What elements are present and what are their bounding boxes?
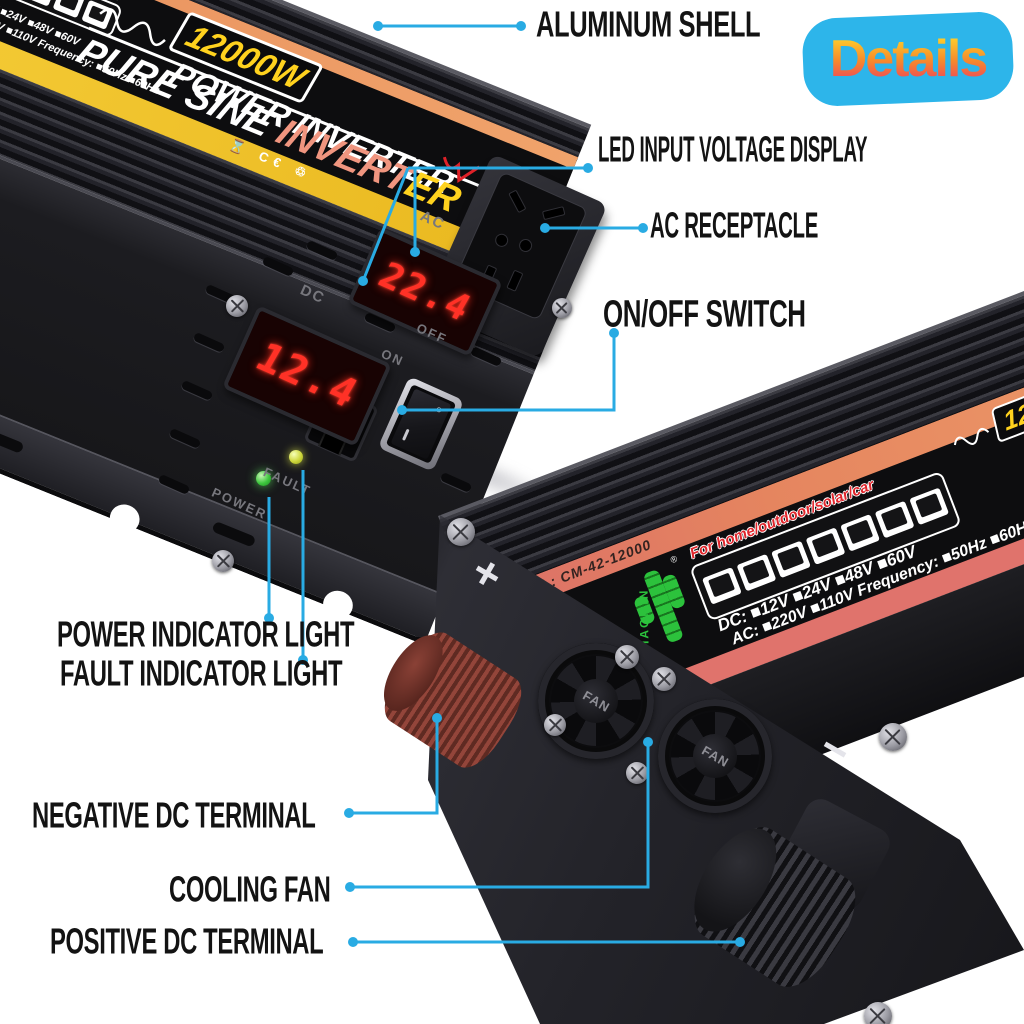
callout-negative-terminal: NEGATIVE DC TERMINAL <box>32 795 316 837</box>
details-badge-text: Details <box>829 30 989 88</box>
screw-icon <box>864 1002 892 1024</box>
sine-wave-icon <box>99 8 166 47</box>
callout-onoff-switch: ON/OFF SWITCH <box>603 291 806 336</box>
callout-ac-receptacle: AC RECEPTACLE <box>650 205 818 247</box>
screw-icon <box>226 295 248 317</box>
callout-aluminum-shell: ALUMINUM SHELL <box>536 4 761 46</box>
callout-fault-indicator: FAULT INDICATOR LIGHT <box>60 653 343 695</box>
fault-led <box>289 450 303 464</box>
callout-led-display: LED INPUT VOLTAGE DISPLAY <box>598 129 868 171</box>
screw-icon <box>879 723 907 751</box>
screw-icon <box>544 714 566 736</box>
inverter-rear-unit: MODEL: CM-42-12000 ® CHAOMIN For home/ou… <box>438 265 1024 853</box>
power-led <box>256 471 271 486</box>
sine-wave-icon <box>953 427 990 446</box>
details-badge: Details <box>808 20 1008 98</box>
screw-icon <box>615 645 639 669</box>
screw-icon <box>552 298 572 318</box>
cooling-fan-right: FAN <box>658 699 772 813</box>
side-sticker: MODEL: CM-42-12000 ® CHAOMIN For home/ou… <box>470 349 1024 755</box>
screw-icon <box>447 518 475 546</box>
callout-positive-terminal: POSITIVE DC TERMINAL <box>50 921 324 963</box>
screw-icon <box>212 550 234 572</box>
callout-power-indicator: POWER INDICATOR LIGHT <box>57 614 355 656</box>
screw-icon <box>626 762 648 784</box>
callout-cooling-fan: COOLING FAN <box>169 869 331 911</box>
screw-icon <box>652 667 676 691</box>
